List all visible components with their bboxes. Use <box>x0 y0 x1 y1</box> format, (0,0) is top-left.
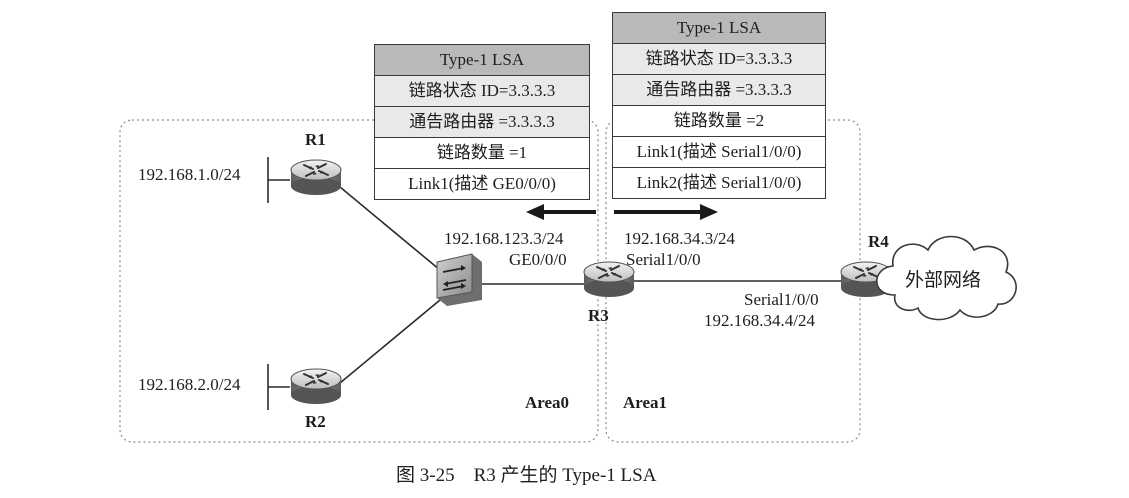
lsa-table-area1: Type-1 LSA 链路状态 ID=3.3.3.3 通告路由器 =3.3.3.… <box>612 12 826 199</box>
lsa-area1-row: 通告路由器 =3.3.3.3 <box>613 74 825 105</box>
router-r2-label: R2 <box>305 412 326 431</box>
lsa-area0-row: 链路状态 ID=3.3.3.3 <box>375 75 589 106</box>
link-r1-switch <box>339 186 441 271</box>
r4-serial-ip-label: 192.168.34.4/24 <box>704 311 815 330</box>
area1-label: Area1 <box>623 393 668 412</box>
r3-serial-interface-label: Serial1/0/0 <box>626 250 701 269</box>
r3-ge-ip-label: 192.168.123.3/24 <box>444 229 564 248</box>
link-r2-switch <box>339 299 441 384</box>
area0-label: Area0 <box>525 393 570 412</box>
router-r3-label: R3 <box>588 306 609 325</box>
arrow-left-icon <box>526 204 596 220</box>
router-r4-label: R4 <box>868 232 889 251</box>
lsa-table-area0: Type-1 LSA 链路状态 ID=3.3.3.3 通告路由器 =3.3.3.… <box>374 44 590 200</box>
lsa-area0-row: 通告路由器 =3.3.3.3 <box>375 106 589 137</box>
router-r1-icon <box>290 159 342 196</box>
r3-ge-interface-label: GE0/0/0 <box>509 250 567 269</box>
external-network-label: 外部网络 <box>905 269 982 291</box>
lsa-area1-row: Link1(描述 Serial1/0/0) <box>613 136 825 167</box>
lsa-area1-row: 链路状态 ID=3.3.3.3 <box>613 43 825 74</box>
router-r2-icon <box>290 368 342 405</box>
router-r1-label: R1 <box>305 130 326 149</box>
r2-network-label: 192.168.2.0/24 <box>138 375 241 394</box>
figure-caption: 图 3-25 R3 产生的 Type-1 LSA <box>396 465 657 486</box>
r1-network-label: 192.168.1.0/24 <box>138 165 241 184</box>
switch-icon <box>436 253 482 306</box>
lsa-area0-row: Link1(描述 GE0/0/0) <box>375 168 589 199</box>
lsa-area0-row: 链路数量 =1 <box>375 137 589 168</box>
lsa-area1-title: Type-1 LSA <box>613 13 825 43</box>
lsa-area1-row: 链路数量 =2 <box>613 105 825 136</box>
r3-serial-ip-label: 192.168.34.3/24 <box>624 229 735 248</box>
r4-serial-interface-label: Serial1/0/0 <box>744 290 819 309</box>
arrow-right-icon <box>614 204 718 220</box>
external-network-cloud-icon <box>876 235 1017 321</box>
lsa-area1-row: Link2(描述 Serial1/0/0) <box>613 167 825 198</box>
lsa-area0-title: Type-1 LSA <box>375 45 589 75</box>
